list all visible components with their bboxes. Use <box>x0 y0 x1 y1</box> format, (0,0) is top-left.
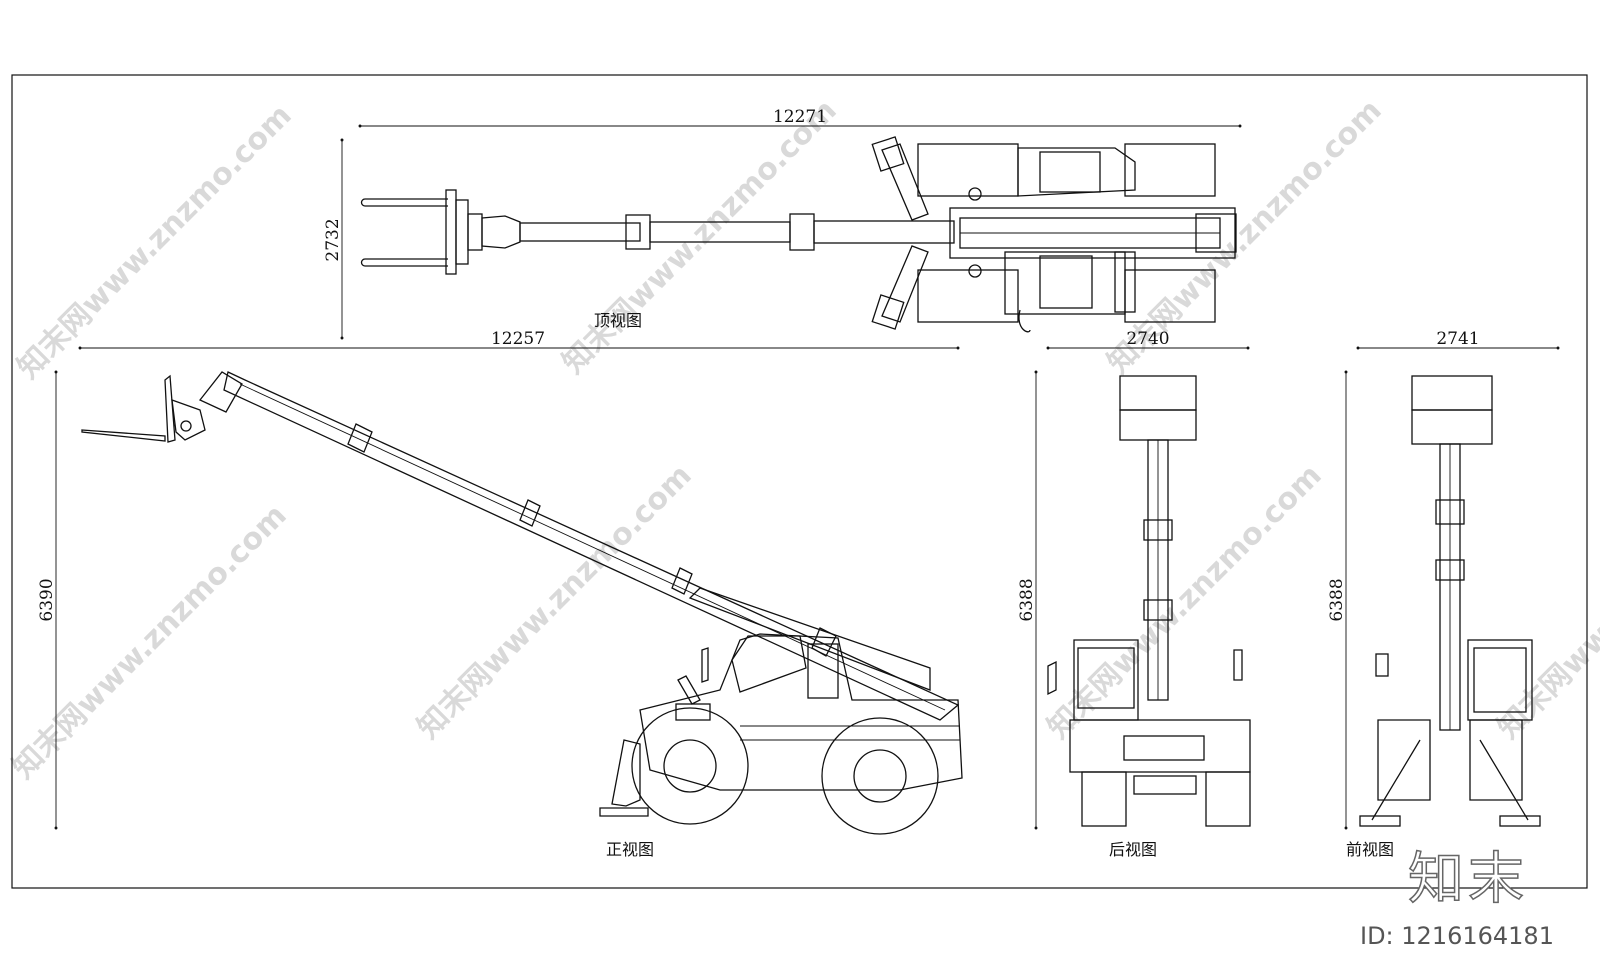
watermark: 知末网www.znzmo.com <box>1041 458 1329 746</box>
front-view: 2741 6388 前视图 <box>1327 329 1560 859</box>
dim-side-length: 12257 <box>491 329 545 349</box>
dim-side-height: 6390 <box>37 578 57 621</box>
watermark: 知末网www.znzmo.com <box>11 98 299 386</box>
label-rear-view: 后视图 <box>1109 840 1157 859</box>
dim-rear-width: 2740 <box>1126 329 1169 349</box>
watermark-group: 知末网www.znzmo.com 知末网www.znzmo.com 知末网www… <box>6 93 1600 786</box>
dim-rear-height: 6388 <box>1017 578 1037 621</box>
watermark: 知末网www.znzmo.com <box>1491 458 1600 746</box>
watermark: 知末网www.znzmo.com <box>6 498 294 786</box>
top-view: 12271 2732 <box>323 107 1242 340</box>
watermark: 知末网www.znzmo.com <box>411 458 699 746</box>
side-view: 12257 6390 正视图 <box>37 329 963 859</box>
sheet-border <box>11 74 1588 889</box>
dim-top-length: 12271 <box>773 107 827 127</box>
dim-front-height: 6388 <box>1327 578 1347 621</box>
label-side-view: 正视图 <box>606 840 654 859</box>
rear-view: 2740 6388 后视图 <box>1017 329 1251 859</box>
image-id: ID: 1216164181 <box>1360 922 1554 950</box>
watermark: 知末网www.znzmo.com <box>556 93 844 381</box>
dim-top-width: 2732 <box>323 218 343 261</box>
label-front-view: 前视图 <box>1346 840 1394 859</box>
logo: 知末 <box>1407 846 1528 913</box>
dim-front-width: 2741 <box>1436 329 1479 349</box>
label-top-view: 顶视图 <box>594 311 642 330</box>
